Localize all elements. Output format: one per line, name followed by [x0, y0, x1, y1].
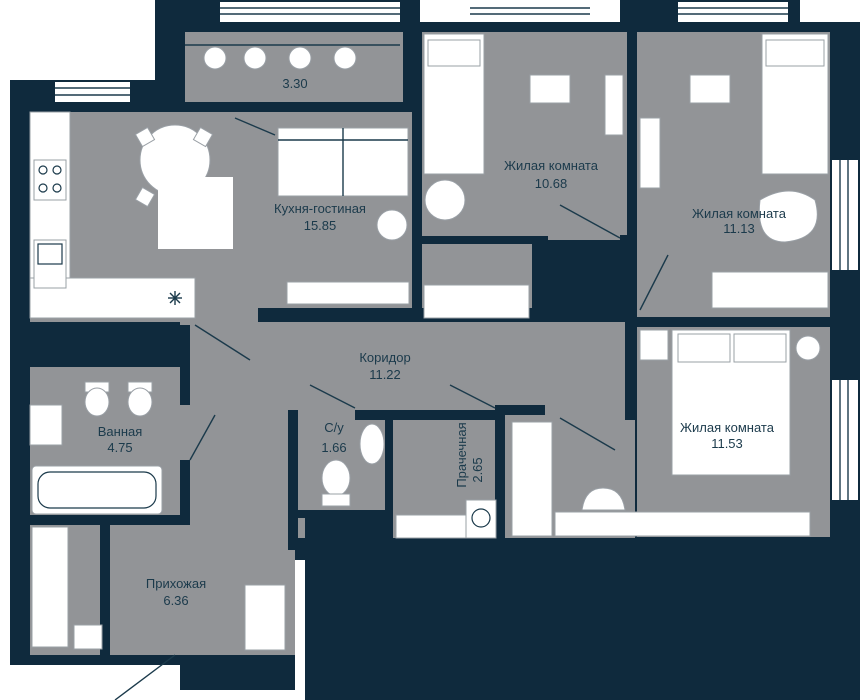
laundry-name: Прачечная	[454, 422, 469, 487]
wc-name: С/у	[324, 420, 344, 435]
wardrobe-icon	[639, 117, 661, 189]
bathroom-area: 4.75	[107, 440, 132, 455]
doors	[189, 117, 669, 461]
dining-table-icon	[134, 124, 233, 249]
balcony-area: 3.30	[282, 76, 307, 91]
plant-icon	[795, 335, 821, 361]
window-icon	[220, 2, 400, 22]
bed-icon	[423, 33, 485, 175]
bathroom-name: Ванная	[98, 424, 143, 439]
desk	[554, 511, 811, 537]
sofa-icon	[277, 127, 409, 197]
corridor-name: Коридор	[359, 350, 410, 365]
wc-area: 1.66	[321, 440, 346, 455]
entrance-door	[114, 654, 176, 700]
windows	[55, 2, 858, 500]
window-icon	[55, 82, 130, 102]
stove-icon	[33, 159, 67, 201]
chair-icon	[581, 487, 626, 511]
kitchen-area: 15.85	[304, 218, 337, 233]
kitchen-units	[29, 111, 196, 319]
desk-chair	[529, 74, 571, 104]
shoe-rack	[73, 624, 103, 650]
wardrobe-icon	[244, 584, 286, 651]
window-icon	[678, 2, 788, 22]
desk-chair	[689, 74, 731, 104]
window-icon	[832, 160, 858, 270]
sink-icon	[359, 423, 385, 465]
wardrobe-icon	[711, 271, 829, 309]
bedroom2-name: Жилая комната	[692, 206, 787, 221]
toilet-icon	[321, 459, 351, 507]
toilet-icon	[84, 381, 110, 417]
corridor-area: 11.22	[369, 367, 401, 382]
wardrobe-icon	[511, 421, 553, 537]
plant-icon	[424, 179, 466, 221]
laundry-area: 2.65	[470, 457, 485, 482]
plant-icon	[376, 209, 408, 241]
snowflake-icon	[168, 291, 182, 305]
sink-icon	[33, 239, 67, 289]
washing-machine-icon	[465, 499, 497, 539]
wardrobe-icon	[423, 284, 530, 319]
window-icon	[832, 380, 858, 500]
bedroom3-name: Жилая комната	[680, 420, 775, 435]
bed-icon	[671, 329, 791, 476]
window-icon	[470, 2, 590, 22]
bathtub-icon	[31, 465, 163, 515]
kitchen-name: Кухня-гостиная	[274, 201, 366, 216]
balcony-chairs	[185, 44, 400, 70]
tv-stand	[286, 281, 410, 305]
toilet-icon	[127, 381, 153, 417]
wardrobe-icon	[31, 526, 69, 648]
bedroom2-area: 11.13	[723, 221, 755, 236]
wardrobe-icon	[604, 74, 624, 136]
bedroom1-name: Жилая комната	[504, 158, 599, 173]
bedroom3-area: 11.53	[711, 436, 743, 451]
sink-icon	[29, 404, 63, 446]
hallway-name: Прихожая	[146, 576, 206, 591]
hallway-area: 6.36	[163, 593, 188, 608]
bedroom1-area: 10.68	[535, 176, 568, 191]
chair-icon	[758, 190, 818, 243]
interior-walls	[30, 22, 830, 655]
nightstand	[639, 329, 669, 361]
bed-icon	[761, 33, 829, 175]
